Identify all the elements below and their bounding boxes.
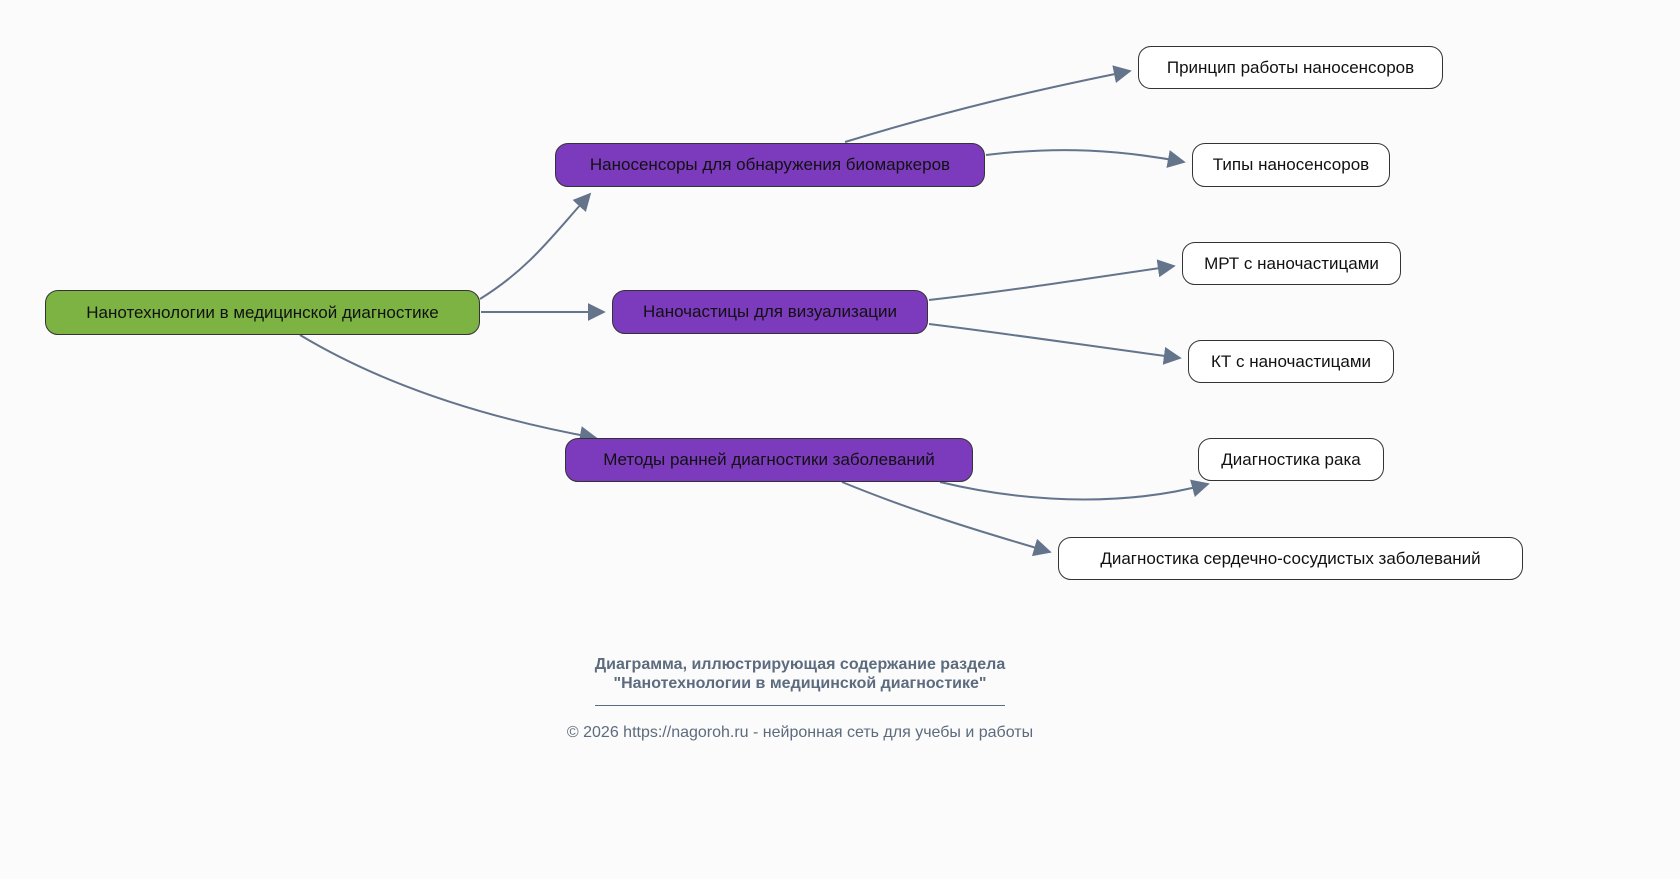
caption-line-1: Диаграмма, иллюстрирующая содержание раз… (594, 656, 1006, 673)
edge-nanoparticles-to-mri (928, 259, 1176, 301)
node-leaf-ct: КТ с наночастицами (1188, 340, 1394, 383)
edge-root-to-nanosensors (479, 192, 592, 300)
node-leaf-cancer: Диагностика рака (1198, 438, 1384, 481)
node-branch-nanoparticles: Наночастицы для визуализации (612, 290, 928, 334)
caption-line-2: "Нанотехнологии в медицинской диагностик… (613, 675, 987, 692)
node-leaf-types: Типы наносенсоров (1192, 143, 1390, 187)
node-leaf-cardio: Диагностика сердечно-сосудистых заболева… (1058, 537, 1523, 580)
node-root: Нанотехнологии в медицинской диагностике (45, 290, 480, 335)
edge-root-to-methods (299, 334, 598, 444)
node-branch-nanosensors: Наносенсоры для обнаружения биомаркеров (555, 143, 985, 187)
edge-methods-to-cardio (841, 481, 1052, 557)
edge-nanosensors-to-principle (844, 65, 1132, 143)
edge-nanosensors-to-types (985, 149, 1186, 168)
edge-nanoparticles-to-ct (928, 323, 1182, 365)
diagram-caption: Диаграмма, иллюстрирующая содержание раз… (400, 655, 1200, 742)
caption-divider (595, 705, 1005, 706)
caption-copyright: © 2026 https://nagoroh.ru - нейронная се… (566, 724, 1034, 741)
node-leaf-mri: МРТ с наночастицами (1182, 242, 1401, 285)
node-leaf-principle: Принцип работы наносенсоров (1138, 46, 1443, 89)
node-branch-methods: Методы ранней диагностики заболеваний (565, 438, 973, 482)
edge-methods-to-cancer (939, 479, 1210, 501)
